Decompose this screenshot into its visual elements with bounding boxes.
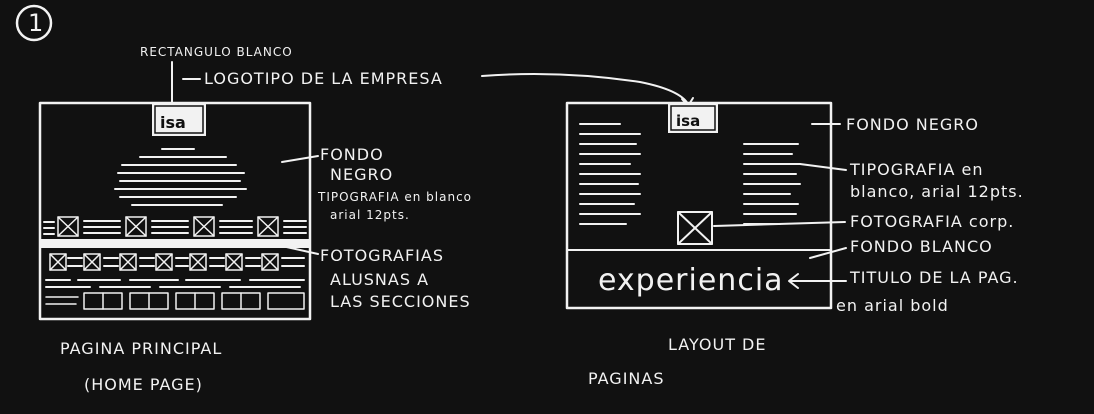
annotation-photos-2: ALUSNAS A (330, 270, 429, 289)
home-logo-box: isa (152, 103, 206, 136)
home-caption-2: (HOME PAGE) (84, 375, 203, 394)
annotation-photos-1: FOTOGRAFIAS (320, 246, 444, 265)
step-number: 1 (28, 9, 44, 37)
annotation-white-rect: RECTANGULO BLANCO (140, 45, 293, 59)
layout-caption-1: LAYOUT DE (668, 335, 766, 354)
home-caption-1: PAGINA PRINCIPAL (60, 339, 222, 358)
layout-page-title: experiencia (598, 263, 784, 298)
annotation-photos-3: LAS SECCIONES (330, 292, 471, 311)
home-photo-row-1 (43, 216, 307, 237)
home-white-band (40, 239, 310, 248)
layout-annotation-page-title: TITULO DE LA PAG. (849, 268, 1019, 287)
annotation-black-bg-1: FONDO (320, 145, 384, 164)
layout-logo-box: isa (668, 103, 718, 133)
home-text-lines (114, 148, 247, 206)
annotation-black-bg-2: NEGRO (330, 165, 393, 184)
layout-caption-2: PAGINAS (588, 369, 664, 388)
layout-annotation-bold: en arial bold (836, 296, 949, 315)
layout-annotation-white-bg: FONDO BLANCO (850, 237, 993, 256)
annotation-logo: LOGOTIPO DE LA EMPRESA (204, 69, 443, 88)
step-number-badge: 1 (15, 4, 53, 42)
annotation-typo-1: TIPOGRAFIA en blanco (317, 190, 472, 204)
layout-text-column-left (579, 123, 641, 225)
layout-annotation-black-bg: FONDO NEGRO (846, 115, 979, 134)
home-photo-row-2 (45, 253, 305, 310)
layout-annotation-photo: FOTOGRAFIA corp. (850, 212, 1014, 231)
layout-logo-text: isa (676, 112, 700, 130)
layout-annotation-typo-1: TIPOGRAFIA en (849, 160, 983, 179)
layout-text-column-right (743, 143, 801, 225)
layout-page-sketch: isa (565, 101, 1024, 388)
layout-annotation-typo-2: blanco, arial 12pts. (850, 182, 1024, 201)
home-logo-text: isa (160, 113, 186, 132)
annotation-typo-2: arial 12pts. (330, 208, 410, 222)
home-page-sketch: RECTANGULO BLANCO LOGOTIPO DE LA EMPRESA… (38, 45, 694, 394)
layout-photo-placeholder (677, 211, 713, 245)
